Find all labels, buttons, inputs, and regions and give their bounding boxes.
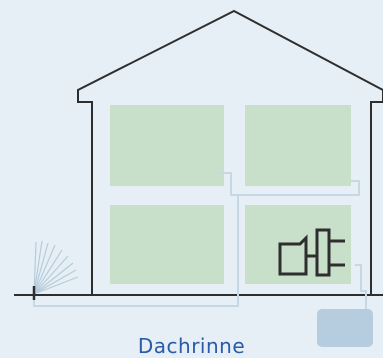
tank-icon bbox=[317, 309, 373, 347]
pipe-lower-right bbox=[355, 264, 367, 310]
diagram-canvas bbox=[14, 9, 383, 347]
pipe-upper-right bbox=[218, 172, 360, 196]
room-lower-left bbox=[110, 205, 224, 284]
house-outline bbox=[77, 9, 383, 295]
room-upper-right bbox=[245, 105, 351, 186]
room-upper-left bbox=[110, 105, 224, 186]
sprinkler-icon bbox=[33, 240, 79, 295]
plug-icon bbox=[278, 228, 345, 277]
caption-label: Dachrinne bbox=[137, 334, 246, 358]
house-diagram: Dachrinne bbox=[14, 9, 383, 356]
